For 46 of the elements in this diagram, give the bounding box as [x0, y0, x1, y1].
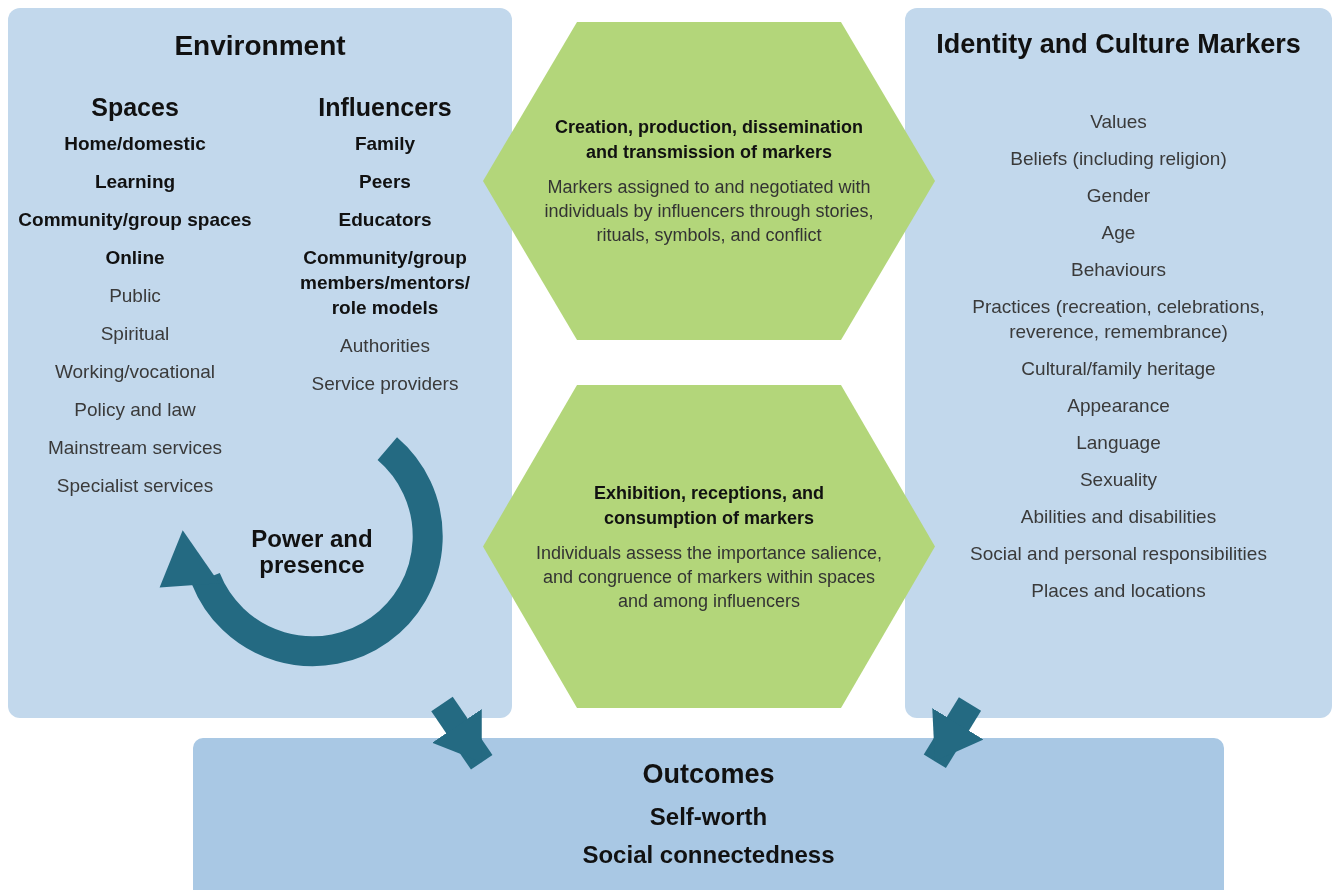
panel-heading: Identity and Culture Markers: [936, 28, 1301, 61]
column-heading: Influencers: [318, 92, 452, 123]
arrow-title: Creation, production, dissemination and transmission of markers: [554, 116, 864, 164]
list-item: Educators: [338, 208, 432, 233]
column-heading: Spaces: [91, 92, 179, 123]
list-item: Working/vocational: [54, 360, 216, 385]
arrow-description: Markers assigned to and negotiated with individuals by influencers through stories, rituals, symbols, and conflict: [543, 176, 875, 247]
arrow-description: Individuals assess the importance salience, and congruence of markers within spaces and among influencers: [534, 541, 884, 613]
arrow-title: Exhibition, receptions, and consumption of markers: [593, 481, 825, 530]
list-item: Community/group members/mentors/ role models: [299, 246, 471, 321]
list-item: Social and personal responsibilities: [970, 541, 1267, 566]
list-item: Mainstream services: [47, 436, 223, 461]
list-item: Home/domestic: [64, 132, 206, 157]
arrow: [431, 696, 493, 770]
list-item: Community/group spaces: [18, 208, 252, 233]
list-item: Abilities and disabilities: [1020, 504, 1217, 529]
list-item: Values: [1090, 109, 1147, 134]
list-item: Learning: [94, 170, 176, 195]
list-item: Cultural/family heritage: [1021, 356, 1216, 381]
list-item: Service providers: [311, 372, 459, 397]
panel: [905, 8, 1332, 718]
list-item: Public: [109, 284, 161, 309]
list-item: Sexuality: [1079, 467, 1158, 492]
list-item: Policy and law: [74, 398, 196, 423]
list-item: Language: [1076, 430, 1161, 455]
list-item: Behaviours: [1070, 257, 1167, 282]
outcome-item: Social connectedness: [582, 839, 835, 870]
list-item: Gender: [1086, 183, 1151, 208]
list-item: Authorities: [340, 334, 430, 359]
outcomes-panel: [193, 738, 1224, 890]
panel-heading: Outcomes: [642, 758, 775, 791]
cycle-label: Power and presence: [212, 526, 412, 578]
list-item: Beliefs (including religion): [1010, 146, 1227, 171]
panel: [8, 8, 512, 718]
list-item: Peers: [359, 170, 411, 195]
list-item: Spiritual: [100, 322, 170, 347]
list-item: Places and locations: [1031, 578, 1206, 603]
arrow: [923, 697, 984, 769]
panel-heading: Environment: [174, 29, 346, 63]
list-item: Age: [1101, 220, 1136, 245]
list-item: Practices (recreation, celebrations, reverence, remembrance): [971, 294, 1266, 344]
list-item: Appearance: [1067, 393, 1170, 418]
list-item: Online: [105, 246, 165, 271]
list-item: Specialist services: [56, 474, 214, 499]
outcome-item: Self-worth: [649, 801, 768, 832]
list-item: Family: [354, 132, 416, 157]
